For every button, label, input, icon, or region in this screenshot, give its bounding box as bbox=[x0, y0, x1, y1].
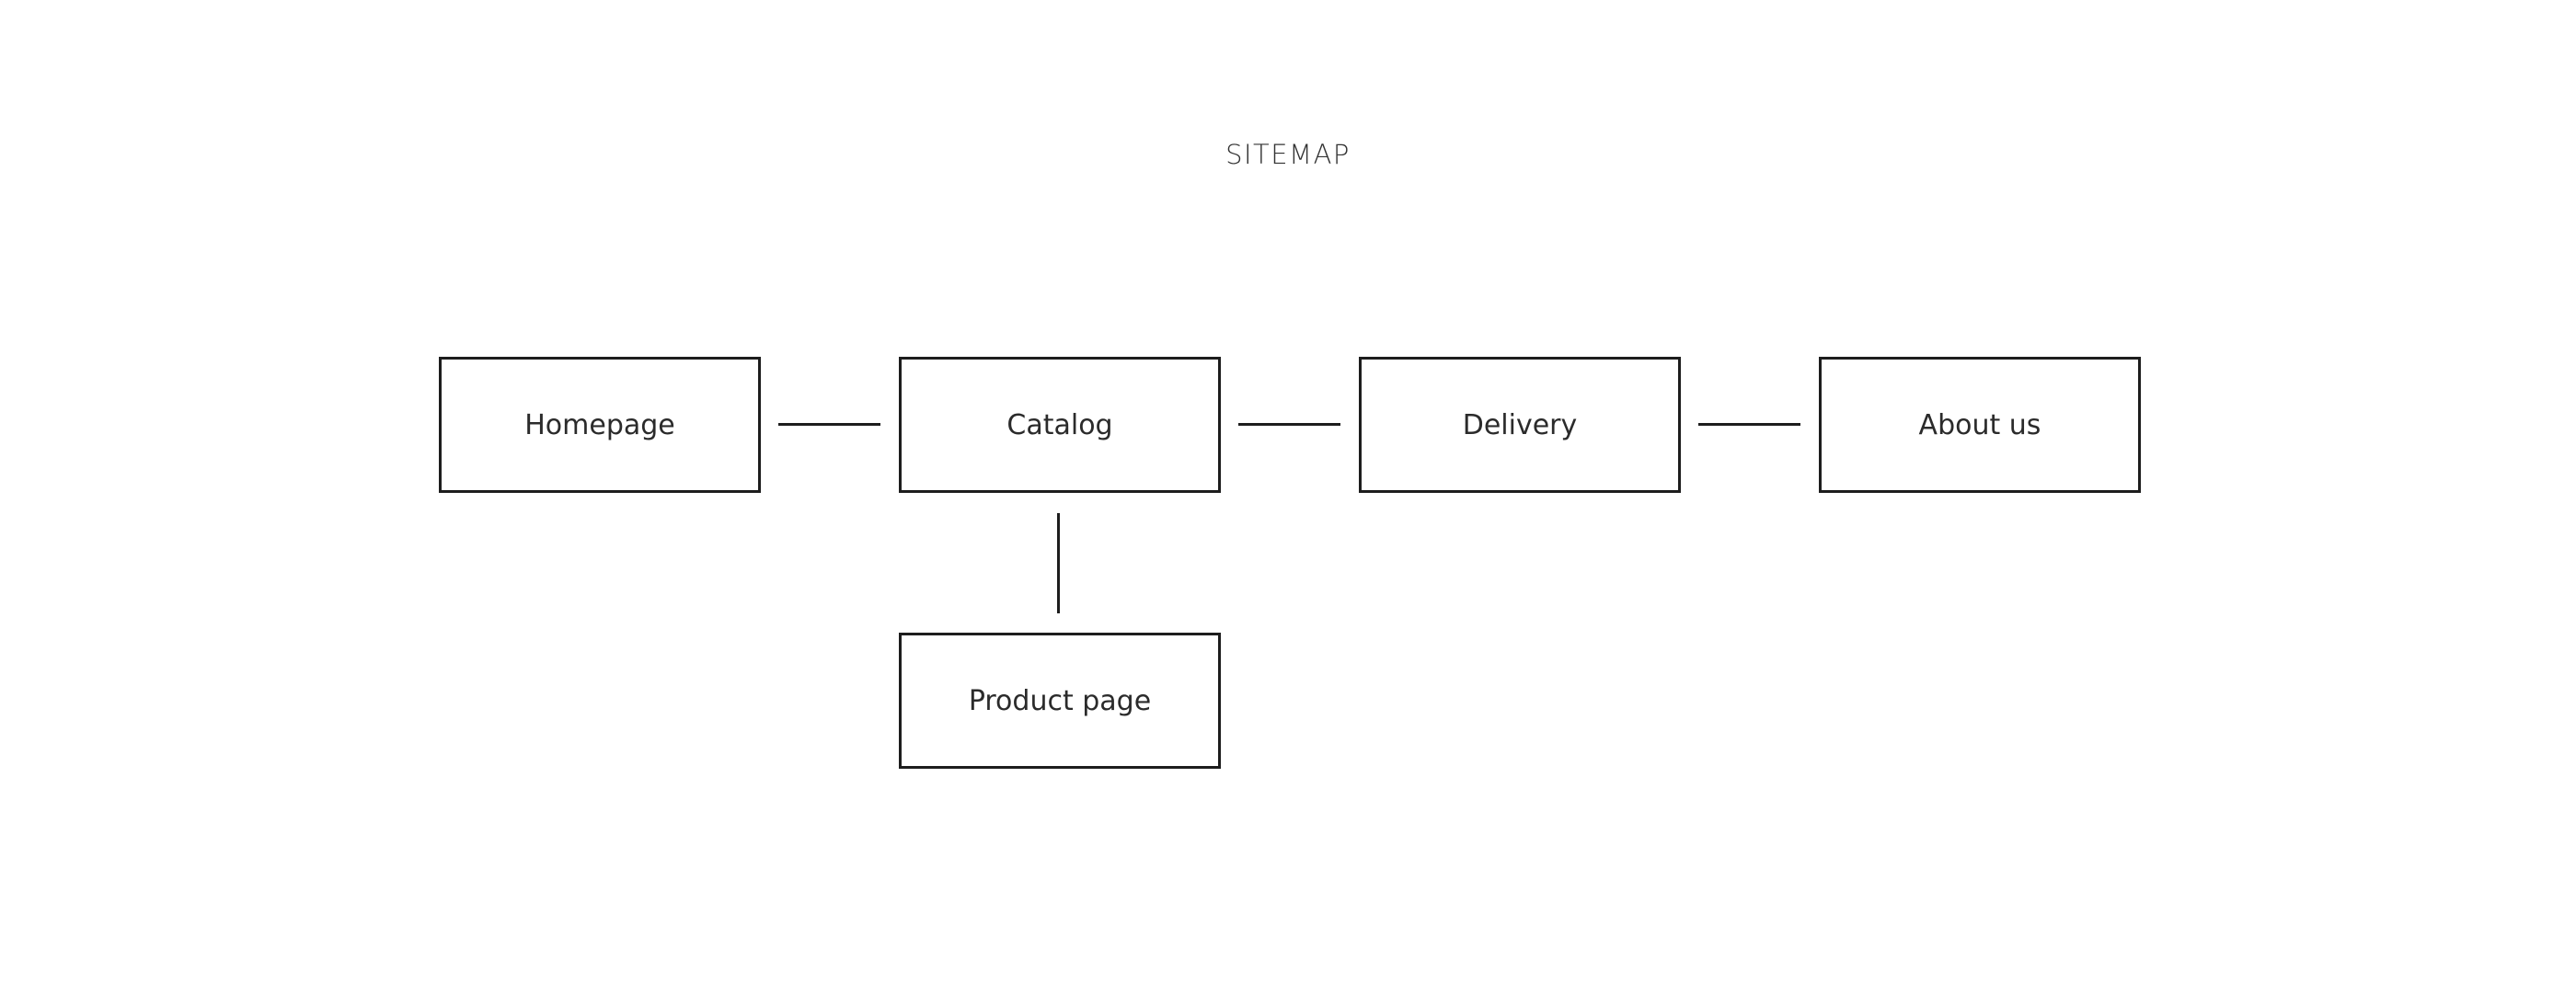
sitemap-node-about-us[interactable]: About us bbox=[1819, 357, 2141, 493]
connector-delivery-about-us bbox=[1698, 423, 1800, 426]
node-label: Catalog bbox=[1006, 408, 1113, 441]
node-label: Homepage bbox=[524, 408, 675, 441]
sitemap-node-product-page[interactable]: Product page bbox=[899, 633, 1221, 769]
sitemap-node-delivery[interactable]: Delivery bbox=[1359, 357, 1681, 493]
connector-catalog-delivery bbox=[1238, 423, 1340, 426]
sitemap-node-homepage[interactable]: Homepage bbox=[439, 357, 761, 493]
node-label: Product page bbox=[968, 684, 1152, 717]
node-label: Delivery bbox=[1462, 408, 1578, 441]
connector-catalog-product-page bbox=[1057, 513, 1060, 613]
diagram-title: SITEMAP bbox=[1225, 139, 1351, 170]
sitemap-node-catalog[interactable]: Catalog bbox=[899, 357, 1221, 493]
node-label: About us bbox=[1918, 408, 2041, 441]
connector-homepage-catalog bbox=[778, 423, 880, 426]
